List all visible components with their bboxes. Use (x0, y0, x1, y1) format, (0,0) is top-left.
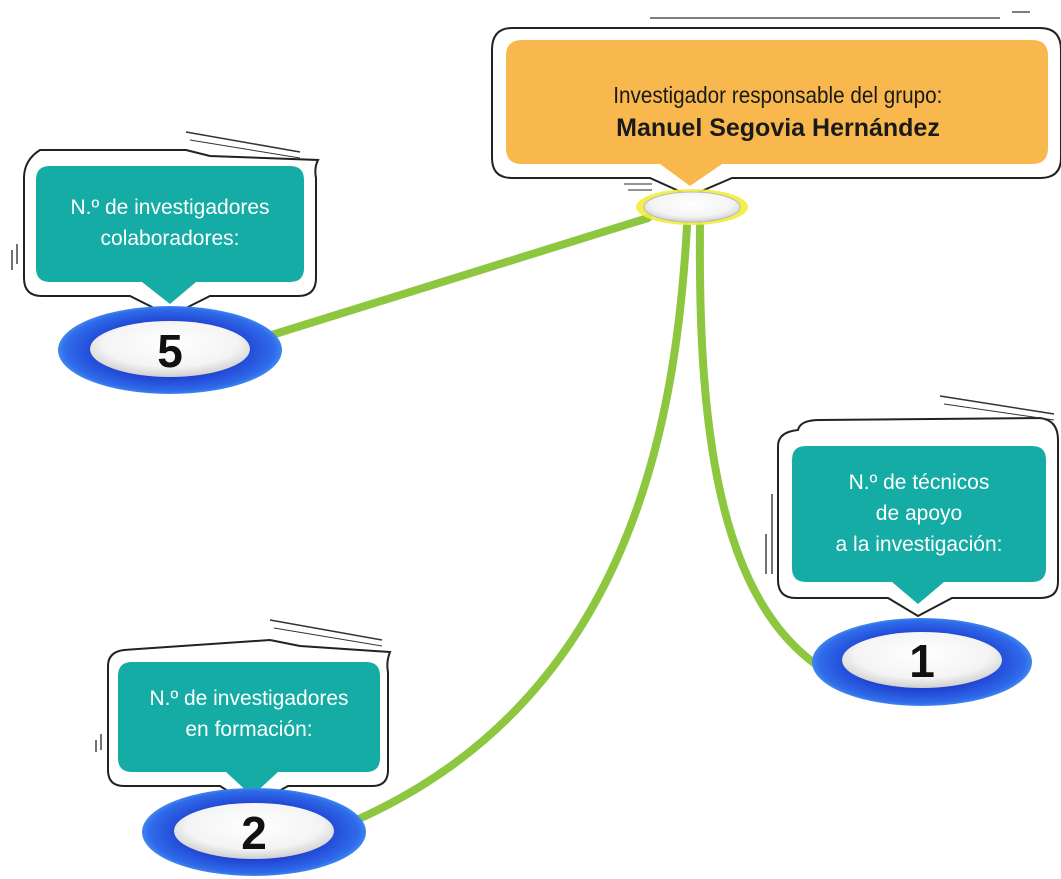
connector-technicians (695, 222, 846, 684)
collaborators-label-line2: colaboradores: (100, 227, 240, 250)
collaborators-label-line1: N.º de investigadores (70, 196, 270, 219)
connector-collaborators (258, 214, 652, 342)
technicians-callout-box (792, 446, 1046, 604)
head-person-name: Manuel Segovia Hernández (616, 114, 940, 142)
trainees-label-line1: N.º de investigadores (149, 687, 349, 710)
collaborators-label: N.º de investigadores colaboradores: (36, 170, 304, 276)
head-callout-box (506, 40, 1048, 186)
trainees-label: N.º de investigadores en formación: (118, 664, 380, 764)
technicians-deco-line (943, 403, 1055, 421)
technicians-node (765, 395, 1059, 706)
head-node (491, 11, 1061, 225)
technicians-ring-oval (842, 632, 1002, 688)
head-ring-oval (643, 191, 741, 223)
connector-trainees (348, 222, 691, 826)
trainees-ring-oval (174, 803, 334, 859)
connectors (258, 214, 846, 826)
technicians-label-line1: N.º de técnicos (848, 470, 990, 494)
collaborators-node (11, 131, 320, 394)
collaborators-count: 5 (157, 325, 183, 377)
trainees-label-line2: en formación: (185, 718, 313, 741)
technicians-label-line3: a la investigación: (835, 532, 1003, 556)
head-role-label: Investigador responsable del grupo: (613, 82, 943, 108)
technicians-label-line2: de apoyo (875, 501, 963, 525)
collaborators-deco-line (189, 139, 301, 159)
collaborators-ring-oval (90, 321, 250, 377)
trainees-deco-line (269, 619, 383, 641)
collaborators-callout-box (36, 166, 304, 304)
technicians-label: N.º de técnicos de apoyo a la investigac… (792, 448, 1046, 578)
trainees-deco-line (273, 627, 383, 647)
technicians-count: 1 (909, 635, 935, 687)
trainees-count: 2 (241, 807, 267, 859)
trainees-node (95, 619, 392, 876)
technicians-deco-line (939, 395, 1055, 415)
head-label: Investigador responsable del grupo: Manu… (508, 58, 1048, 166)
collaborators-deco-line (185, 131, 301, 153)
trainees-callout-box (118, 662, 380, 796)
